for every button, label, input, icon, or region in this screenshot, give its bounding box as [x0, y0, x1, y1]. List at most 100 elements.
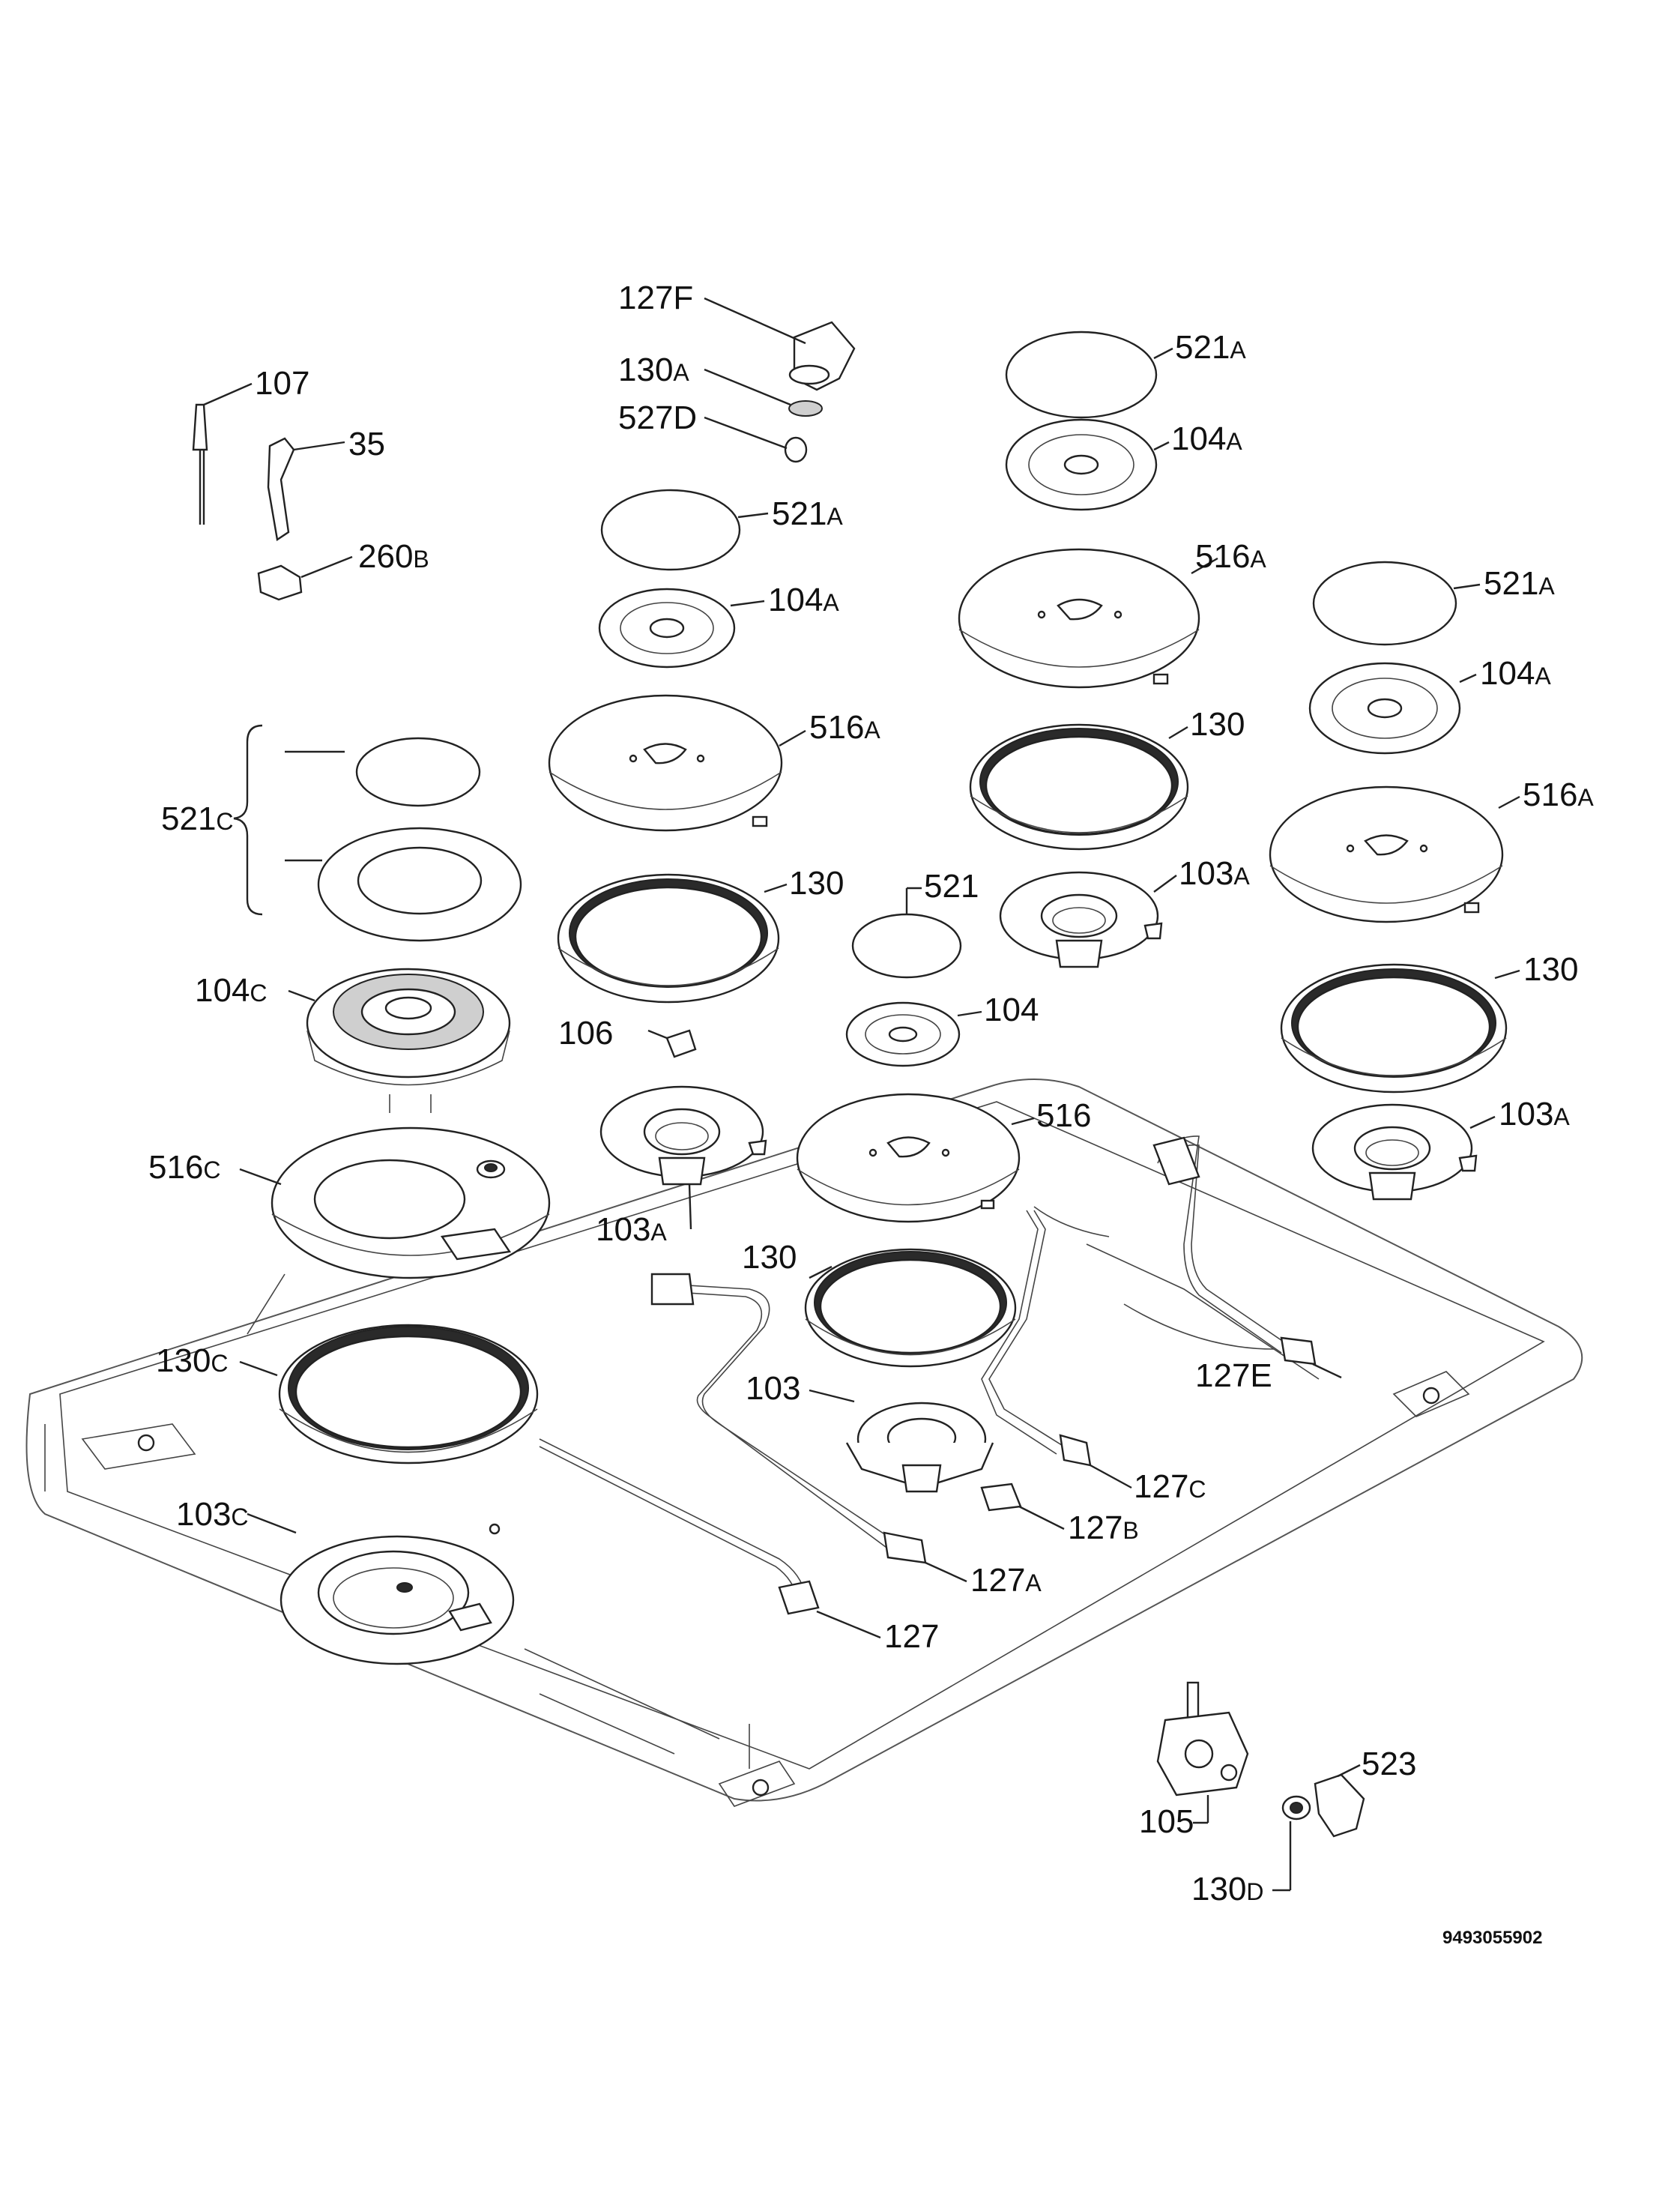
- gas-pipe-127e: [1152, 1135, 1342, 1379]
- label-suffix: A: [1230, 337, 1246, 364]
- burner-plate-516a-2: [958, 548, 1218, 689]
- label-number: 103: [596, 1211, 650, 1248]
- flame-spreader-104: [845, 1001, 982, 1067]
- flame-spreader-104a-1: [598, 588, 765, 669]
- label-suffix: A: [827, 503, 843, 530]
- label-number: 106: [558, 1015, 613, 1052]
- burner-ring-130-3: [1280, 963, 1520, 1094]
- burner-plate-516a-3: [1269, 785, 1520, 923]
- label-130-1: 130: [789, 865, 844, 902]
- label-104: 104: [984, 992, 1039, 1028]
- label-number: 516: [148, 1149, 203, 1186]
- label-number: 127: [884, 1618, 939, 1655]
- ignition-electrode-35: [267, 437, 345, 542]
- label-number: 521: [772, 495, 827, 532]
- label-number: 104: [195, 972, 250, 1009]
- label-number: 516: [1036, 1097, 1091, 1134]
- label-suffix: A: [1025, 1569, 1042, 1596]
- label-number: 127: [1134, 1468, 1188, 1505]
- label-suffix: C: [203, 1156, 220, 1183]
- outer-cap-521c: [317, 827, 522, 942]
- label-suffix: A: [1577, 784, 1594, 811]
- label-521a-3: 521A: [1484, 565, 1555, 602]
- nozzle-527d: [704, 416, 808, 463]
- label-suffix: A: [1233, 863, 1250, 890]
- label-suffix: D: [1246, 1878, 1263, 1905]
- burner-plate-516c: [239, 1126, 551, 1279]
- label-130c: 130C: [156, 1342, 229, 1379]
- label-suffix: C: [250, 980, 267, 1007]
- thermocouple-107: [192, 382, 253, 525]
- label-suffix: C: [216, 808, 233, 835]
- label-number: 130: [156, 1342, 211, 1379]
- burner-base-103c: [247, 1512, 515, 1665]
- inner-cap-521c: [355, 737, 481, 807]
- label-35: 35: [348, 426, 385, 462]
- label-130-2: 130: [1190, 706, 1245, 743]
- label-suffix: C: [1188, 1476, 1206, 1503]
- bracket-521c: [233, 724, 345, 916]
- label-number: 103: [1179, 855, 1233, 892]
- label-523: 523: [1362, 1746, 1416, 1782]
- burner-base-103a-2: [999, 871, 1177, 968]
- burner-ring-130-2: [969, 723, 1189, 851]
- burner-plate-516: [796, 1093, 1035, 1223]
- label-106: 106: [558, 1015, 613, 1052]
- label-number: 130: [742, 1239, 797, 1276]
- label-105: 105: [1139, 1803, 1194, 1840]
- label-104c: 104C: [195, 972, 268, 1009]
- label-suffix: A: [650, 1219, 667, 1246]
- label-suffix: C: [231, 1503, 248, 1530]
- burner-cap-521a-2: [1005, 331, 1173, 419]
- burner-base-103a-1: [599, 1085, 767, 1230]
- label-516: 516: [1036, 1097, 1091, 1134]
- burner-ring-130-1: [557, 873, 788, 1004]
- label-number: 521: [1484, 565, 1538, 602]
- label-127f: 127F: [618, 280, 693, 316]
- label-number: 523: [1362, 1746, 1416, 1782]
- label-number: 127F: [618, 280, 693, 316]
- seal-130a: [704, 368, 823, 417]
- label-260b: 260B: [358, 538, 429, 575]
- label-suffix: A: [1538, 573, 1555, 600]
- flame-spreader-104a-2: [1005, 418, 1170, 511]
- label-number: 127: [1068, 1509, 1122, 1546]
- label-number: 130: [789, 865, 844, 902]
- label-103a-2: 103A: [1179, 855, 1250, 892]
- label-number: 516: [1195, 538, 1250, 575]
- label-number: 130: [618, 352, 673, 388]
- label-number: 516: [809, 709, 864, 746]
- label-130-3: 130: [1523, 951, 1578, 988]
- label-number: 104: [1480, 655, 1535, 692]
- label-127b: 127B: [1068, 1509, 1139, 1546]
- label-suffix: A: [864, 717, 880, 743]
- label-516a-1: 516A: [809, 709, 880, 746]
- label-number: 104: [1171, 420, 1226, 457]
- label-104a-1: 104A: [768, 582, 839, 618]
- label-521c: 521C: [161, 800, 234, 837]
- label-number: 521: [1175, 329, 1230, 366]
- label-130a-top: 130A: [618, 352, 689, 388]
- label-suffix: A: [1553, 1103, 1570, 1130]
- flame-spreader-104c: [288, 968, 511, 1113]
- burner-ring-130-4: [804, 1248, 1017, 1368]
- gas-pipe-127b: [980, 1482, 1065, 1530]
- label-suffix: B: [1122, 1517, 1138, 1544]
- label-number: 127: [970, 1562, 1025, 1599]
- label-127: 127: [884, 1618, 939, 1655]
- label-number: 130: [1190, 706, 1245, 743]
- label-suffix: B: [413, 546, 429, 573]
- label-127e: 127E: [1195, 1357, 1272, 1394]
- label-104a-3: 104A: [1480, 655, 1551, 692]
- injector-106: [647, 1029, 697, 1058]
- label-104a-2: 104A: [1171, 420, 1242, 457]
- burner-base-103: [809, 1389, 994, 1493]
- label-127c: 127C: [1134, 1468, 1206, 1505]
- label-103a-3: 103A: [1499, 1096, 1570, 1132]
- clip-523: [1314, 1764, 1365, 1838]
- label-521a-1: 521A: [772, 495, 843, 532]
- label-521: 521: [924, 868, 979, 905]
- label-number: 527D: [618, 399, 697, 436]
- flame-spreader-104a-3: [1308, 662, 1477, 755]
- drawing-code: 9493055902: [1442, 1928, 1542, 1948]
